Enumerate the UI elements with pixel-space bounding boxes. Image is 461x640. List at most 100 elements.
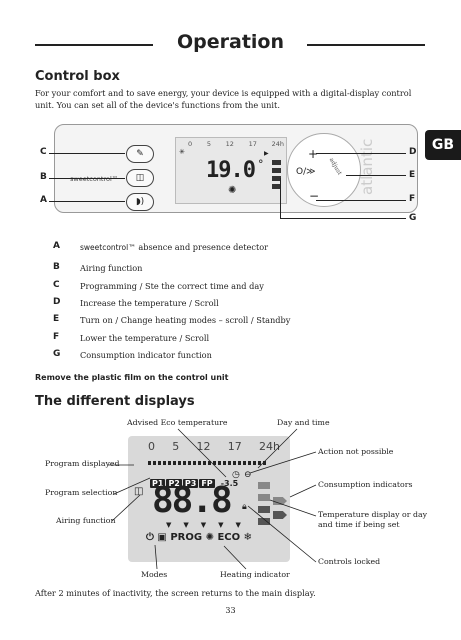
leader-a xyxy=(49,201,125,202)
comfort-sun-icon: ✺ xyxy=(228,185,237,196)
screen-time-ticks: 0 5 12 17 24h xyxy=(148,440,280,453)
control-box-intro: For your comfort and to save energy, you… xyxy=(35,88,412,110)
legend-description: absence and presence detector xyxy=(138,242,269,252)
leader-f xyxy=(316,200,406,201)
legend-text: Airing function xyxy=(80,263,143,273)
program-p1: P1 xyxy=(150,479,166,488)
consumption-bar xyxy=(258,482,270,489)
program-bar xyxy=(148,461,266,465)
legend-text: Lower the temperature / Scroll xyxy=(80,333,210,343)
lcd-time-ticks: 0 5 12 17 24h xyxy=(188,140,284,148)
legend-text: sweetcontrol™ absence and presence detec… xyxy=(80,242,268,252)
wrench-icon: ✎ xyxy=(136,149,144,159)
callout-advised-eco: Advised Eco temperature xyxy=(127,418,228,427)
brand-small: sweetcontrol™ xyxy=(70,175,119,183)
screen-tick: 24h xyxy=(259,440,280,453)
program-p3: P3 xyxy=(182,479,199,488)
lcd-temperature: 19.0 xyxy=(206,158,256,183)
unit-lcd: 0 5 12 17 24h ✳ 19.0 ° ✺ ▶ xyxy=(175,137,287,204)
lcd-tick: 0 xyxy=(188,140,193,148)
legend-text: Increase the temperature / Scroll xyxy=(80,298,219,308)
label-d: D xyxy=(409,147,417,157)
consumption-bar xyxy=(272,160,281,165)
screen-tick: 5 xyxy=(172,440,180,453)
suitcase-icon: ▣ xyxy=(157,532,167,543)
callout-airing: Airing function xyxy=(56,516,116,525)
label-g: G xyxy=(409,213,417,223)
screen-tick: 12 xyxy=(196,440,211,453)
program-fp: FP xyxy=(199,479,215,488)
label-a: A xyxy=(40,195,47,205)
programming-button[interactable]: ✎ xyxy=(126,145,154,163)
legend-letter: D xyxy=(53,297,61,307)
label-f: F xyxy=(409,194,416,204)
plastic-film-note: Remove the plastic film on the control u… xyxy=(35,373,229,382)
legend-letter: C xyxy=(53,280,60,290)
control-box-heading: Control box xyxy=(35,69,120,84)
detector-button[interactable]: ◗) xyxy=(126,193,154,211)
frost-icon: ❄ xyxy=(243,532,252,543)
mode-button[interactable]: O/≫ xyxy=(296,167,316,177)
power-icon: ⏻ xyxy=(146,532,154,543)
legend-text: Turn on / Change heating modes – scroll … xyxy=(80,315,291,325)
mode-prog: PROG xyxy=(170,532,203,543)
lock-icon: 🔒︎ xyxy=(242,502,247,512)
lcd-tick: 24h xyxy=(271,140,284,148)
brand-logo: atlantic xyxy=(358,138,376,195)
consumption-bar xyxy=(272,168,281,173)
control-unit: ✎ ◫ ◗) sweetcontrol™ 0 5 12 17 24h ✳ 19.… xyxy=(54,124,418,213)
mode-arrows: ▼▼▼▼▼ xyxy=(166,521,253,529)
page-number: 33 xyxy=(225,606,236,615)
screen-digits: 88.8 xyxy=(152,480,233,521)
mode-eco: ECO xyxy=(217,532,241,543)
legend-letter: A xyxy=(53,241,60,251)
detector-icon: ◗) xyxy=(135,197,145,207)
leader-g xyxy=(280,218,406,219)
consumption-bar xyxy=(272,184,281,189)
leader-b xyxy=(49,178,125,179)
arrow-indicator-icon: ▶ xyxy=(264,150,269,157)
callout-day-time: Day and time xyxy=(277,418,330,427)
title-rule-right xyxy=(307,44,425,46)
window-airing-icon: ◫ xyxy=(134,486,144,497)
callout-consumption: Consumption indicators xyxy=(318,480,413,489)
clock-icon: ◷ xyxy=(232,470,240,480)
minus-button[interactable]: − xyxy=(309,189,320,203)
sun-mode-icon: ✺ xyxy=(205,532,214,543)
leader-g-vertical xyxy=(280,178,281,218)
control-dial[interactable] xyxy=(287,133,361,207)
callout-temp-display: Temperature display or day and time if b… xyxy=(318,510,428,529)
page-title: Operation xyxy=(176,31,284,53)
program-p2: P2 xyxy=(166,479,182,488)
sun-icon: ✳ xyxy=(179,148,185,156)
displays-heading: The different displays xyxy=(35,394,195,409)
legend-brand: sweetcontrol™ xyxy=(80,243,136,252)
legend-letter: E xyxy=(53,314,60,324)
window-icon: ◫ xyxy=(135,173,145,183)
label-b: B xyxy=(40,172,47,182)
legend-letter: F xyxy=(53,332,60,342)
inactivity-note: After 2 minutes of inactivity, the scree… xyxy=(35,588,316,598)
callout-program-selection: Program selection xyxy=(45,488,118,497)
leader-c xyxy=(49,153,125,154)
eco-offset: -3.5 xyxy=(220,479,239,488)
legend-text: Programming / Ste the correct time and d… xyxy=(80,281,264,291)
label-e: E xyxy=(409,170,416,180)
screen-tick: 17 xyxy=(227,440,242,453)
leader-e xyxy=(346,175,406,176)
legend-letter: B xyxy=(53,262,60,272)
consumption-bar xyxy=(258,506,270,513)
lcd-tick: 17 xyxy=(248,140,257,148)
consumption-bar xyxy=(258,518,270,525)
plus-button[interactable]: + xyxy=(308,147,319,161)
airing-button[interactable]: ◫ xyxy=(126,169,154,187)
no-entry-icon: ⊖ xyxy=(244,470,252,480)
callout-action-not-possible: Action not possible xyxy=(318,447,394,456)
callout-controls-locked: Controls locked xyxy=(318,557,381,566)
lcd-tick: 12 xyxy=(225,140,234,148)
lcd-temp-unit: ° xyxy=(258,158,264,171)
lcd-tick: 5 xyxy=(206,140,211,148)
callout-heating-indicator: Heating indicator xyxy=(220,570,290,579)
